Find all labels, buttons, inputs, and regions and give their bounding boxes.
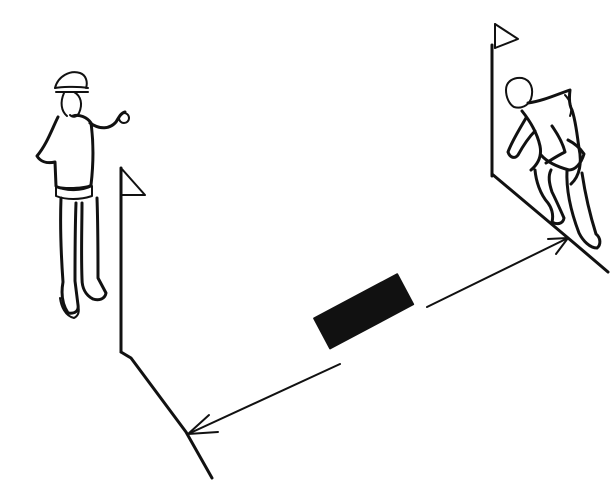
runner-figure xyxy=(506,78,600,248)
left-boundary-line xyxy=(121,352,212,478)
left-flag-icon xyxy=(121,168,145,352)
right-flag-icon xyxy=(492,24,518,176)
thrower-figure xyxy=(37,72,129,318)
distance-label: 100/80 xyxy=(313,273,416,370)
